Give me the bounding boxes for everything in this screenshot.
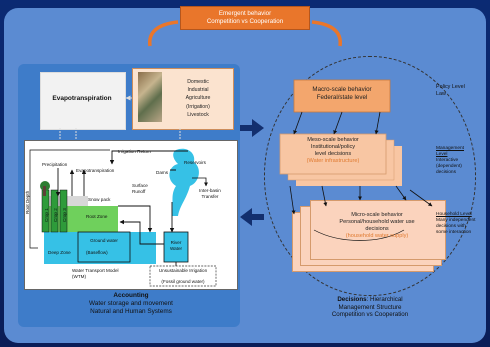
ground-water-label: Ground water (90, 238, 118, 243)
meso-line1: Institutional/policy (310, 144, 356, 150)
left-loop (29, 149, 110, 249)
evapotranspiration-box (40, 72, 126, 130)
decisions-caption-line0: Decisions: Hierarchical (300, 296, 440, 304)
decisions-caption-rest: : Hierarchical (366, 296, 403, 303)
household-level-line1: Many independent (436, 218, 476, 223)
meso-box-text: Meso-scale behavior Institutional/policy… (280, 137, 386, 165)
irrigation-return-label: Irrigation Return (118, 149, 151, 154)
dams-label: Dams (156, 170, 168, 175)
macro-meso-arrow-1 (293, 111, 303, 135)
use-industrial: Industrial (187, 87, 209, 94)
accounting-caption-title: Accounting (113, 292, 149, 299)
decisions-caption: Decisions: Hierarchical Management Struc… (300, 296, 440, 319)
use-livestock: Livestock (187, 111, 209, 118)
surface-runoff-label: Surface Runoff (132, 183, 148, 194)
macro-box-text: Macro-scale behavior Federal/state level (294, 86, 390, 101)
runoff-arrow (118, 205, 153, 233)
meso-line3: (Water infrastructure) (306, 158, 360, 164)
household-level-line3: some interaction (436, 230, 472, 235)
accounting-caption-line2: Natural and Human Systems (90, 308, 172, 315)
use-domestic: Domestic (187, 79, 209, 85)
evapotranspiration-label: Evapotranspiration (76, 168, 115, 173)
policy-level-label: Policy Level Law (436, 84, 465, 98)
micro-line1: Personal/household water use (339, 219, 415, 225)
management-level-title: Management (436, 146, 464, 151)
arrow-to-decisions (240, 119, 264, 137)
household-card-front (310, 200, 446, 260)
crop2-label: Crop 2 (53, 208, 58, 222)
meso-micro-arrow-5 (409, 189, 433, 207)
meso-title: Meso-scale behavior (307, 137, 359, 143)
crop1-label: Crop 1 (44, 208, 49, 222)
decisions-caption-line1: Management Structure (338, 303, 402, 311)
micro-line3: (household water supply) (345, 233, 409, 239)
snow-pack-label: Snow pack (88, 197, 111, 202)
micro-title: Micro-scale behavior (351, 212, 403, 218)
emergent-title: Emergent behavior (218, 10, 272, 17)
micro-box-text: Micro-scale behavior Personal/household … (312, 212, 442, 240)
inter-basin-label: Inter-basin Transfer (199, 188, 221, 199)
macro-meso-arrow-3 (374, 111, 381, 135)
root-zone-label: Root Zone (86, 214, 108, 219)
household-level-label: Household Level Many independent decisio… (436, 212, 475, 236)
macro-subtitle: Federal/state level (316, 93, 368, 101)
meso-line2: level decisions (314, 151, 352, 157)
macro-meso-arrow-2 (333, 111, 343, 135)
policy-level-sub: Law (436, 91, 446, 97)
river-to-root-arrow (119, 219, 164, 245)
decisions-caption-line2: Competition vs Cooperation (331, 311, 409, 319)
inter-basin-arrow (192, 177, 208, 187)
crop2 (50, 189, 59, 233)
meso-micro-arrow-1 (289, 185, 296, 215)
emergent-arrow-right (311, 20, 342, 47)
arrow-to-accounting (240, 208, 264, 226)
meso-box (279, 133, 387, 175)
accounting-caption-line1: Water storage and movement (89, 300, 173, 307)
household-level-line2: decisions with (436, 224, 466, 229)
decisions-panel (264, 56, 476, 296)
macro-title: Macro-scale behavior (312, 86, 372, 93)
unsustainable-label: Unsustainable Irrigation (158, 268, 208, 273)
crop3 (59, 189, 68, 233)
decisions-caption-bold: Decisions (337, 296, 367, 303)
emergent-arrow-left (148, 20, 179, 47)
macro-box (293, 79, 391, 113)
precipitation-label: Precipitation (42, 162, 68, 167)
meso-micro-arrow-4 (395, 185, 407, 201)
management-level-label: Management Level Interactive (dependent)… (436, 146, 464, 176)
irrigation-return-arrow (109, 150, 188, 165)
water-uses-list: Domestic Industrial Agriculture (Irrigat… (168, 78, 228, 119)
household-level-title: Household Level (436, 212, 472, 217)
management-level-line3: decisions (436, 170, 456, 175)
ground-water (77, 231, 131, 263)
river-water-label: River Water (169, 240, 183, 251)
use-irrigation: (Irrigation) (186, 103, 210, 110)
policy-level-title: Policy Level (436, 84, 465, 90)
root-depth-label: Root Depth (25, 190, 30, 214)
use-agriculture: Agriculture (185, 95, 211, 102)
management-level-title2: Level (436, 152, 448, 157)
emergent-subtitle: Competition vs Cooperation (206, 18, 284, 25)
reservoirs-label: Reservoirs (184, 160, 206, 165)
fossil-label: (Fossil ground water) (161, 279, 205, 284)
wtm-label: Water Transport Model (WTM) (72, 268, 119, 279)
accounting-caption: Accounting Water storage and movement Na… (38, 292, 224, 316)
river-water (163, 231, 189, 263)
tree-trunk (43, 186, 46, 196)
emergent-behavior-box: Emergent behavior Competition vs Coopera… (180, 6, 310, 30)
management-level-line1: Interactive (436, 158, 459, 163)
deep-zone-label: Deep Zone (48, 250, 71, 255)
micro-cross-arrow (313, 229, 405, 241)
evapotranspiration-box-label: Evapotranspiration (52, 95, 112, 102)
landscape-photo (138, 72, 162, 122)
management-level-line2: (dependent) (436, 164, 462, 169)
reservoirs-icon (169, 148, 199, 216)
meso-micro-arrow-2 (321, 185, 328, 207)
micro-line2: decisions (365, 226, 389, 232)
crop3-label: Crop 3 (62, 208, 67, 222)
baseflow-label: (Baseflow) (86, 250, 108, 255)
unsustainable-box (149, 265, 217, 287)
